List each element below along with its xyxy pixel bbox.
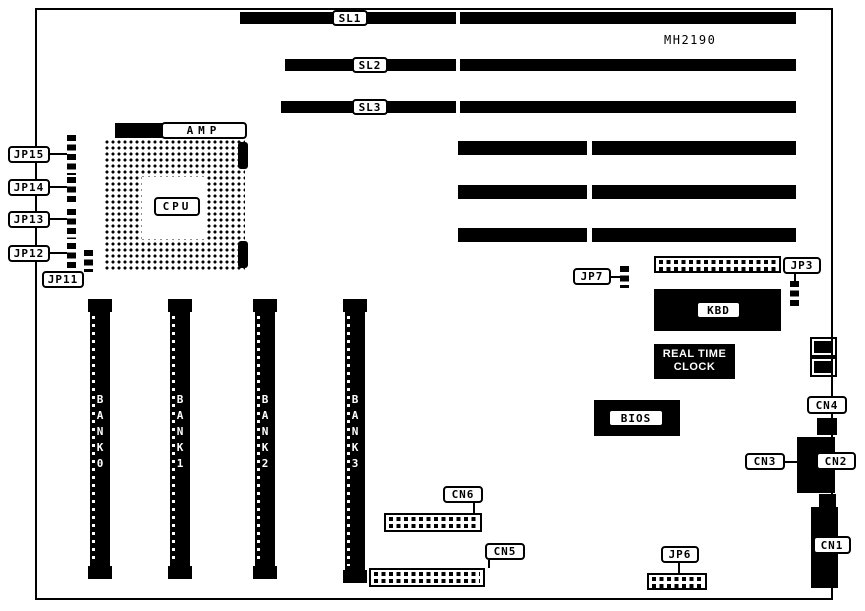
expansion-slot-segment	[592, 228, 796, 242]
leader-line	[50, 186, 67, 188]
cpu-label: CPU	[154, 197, 200, 216]
jumper-jp13-pins	[67, 209, 76, 239]
expansion-slot-segment	[458, 141, 587, 155]
jumper-jp3-label: JP3	[783, 257, 821, 274]
amp-label: AMP	[161, 122, 247, 139]
simm-pin-ticks	[257, 316, 260, 562]
expansion-slot-segment	[460, 12, 796, 24]
motherboard-outline	[35, 8, 833, 600]
simm-pin-ticks	[347, 316, 350, 566]
connector-cn1-label: CN1	[813, 536, 851, 554]
connector-cn4-label: CN4	[807, 396, 847, 414]
rtc-label: REAL TIME CLOCK	[654, 344, 735, 374]
edge-connector	[819, 494, 836, 507]
leader-line	[473, 503, 475, 513]
jumper-jp3-pins	[790, 281, 799, 307]
leader-line	[785, 461, 797, 463]
jumper-jp13-label: JP13	[8, 211, 50, 228]
edge-connector	[810, 337, 837, 357]
jumper-jp15-label: JP15	[8, 146, 50, 163]
rtc-label-line1: REAL TIME	[662, 348, 727, 360]
expansion-slot-segment	[460, 59, 796, 71]
jumper-jp15-pins	[67, 135, 76, 175]
expansion-slot-segment	[592, 141, 796, 155]
rtc-label-line2: CLOCK	[673, 361, 716, 373]
leader-line	[50, 153, 67, 155]
connector-jp6	[647, 573, 707, 590]
simm-pin-ticks	[172, 316, 175, 562]
jumper-jp6-label: JP6	[661, 546, 699, 563]
expansion-slot-segment	[458, 185, 587, 199]
jumper-jp11-label: JP11	[42, 271, 84, 288]
kbd-label: KBD	[696, 301, 741, 319]
jumper-jp7-label: JP7	[573, 268, 611, 285]
cpu-socket: CPU	[104, 139, 245, 272]
jumper-jp12-label: JP12	[8, 245, 50, 262]
connector-cn6	[384, 513, 482, 532]
slot-sl1-label: SL1	[332, 10, 368, 26]
leader-line	[488, 560, 490, 568]
jumper-jp12-pins	[67, 243, 76, 269]
leader-line	[678, 563, 680, 573]
leader-line	[50, 252, 67, 254]
connector-cn3-label: CN3	[745, 453, 785, 470]
jumper-jp7-pins	[620, 266, 629, 288]
connector-cn5	[369, 568, 485, 587]
jumper-jp14-label: JP14	[8, 179, 50, 196]
expansion-slot-segment	[458, 228, 587, 242]
leader-line	[794, 274, 796, 281]
kbd-pin-header	[654, 256, 781, 273]
rtc-chip: REAL TIME CLOCK	[654, 344, 735, 379]
simm-pin-ticks	[92, 316, 95, 562]
socket-clip	[238, 142, 248, 169]
leader-line	[50, 218, 67, 220]
connector-cn5-label: CN5	[485, 543, 525, 560]
socket-clip	[238, 241, 248, 268]
edge-connector	[810, 357, 837, 377]
connector-cn2-label: CN2	[816, 452, 856, 470]
connector-cn4	[817, 418, 837, 435]
leader-line	[611, 276, 620, 278]
jumper-jp14-pins	[67, 177, 76, 205]
board-model-label: MH2190	[664, 33, 717, 47]
expansion-slot-segment	[460, 101, 796, 113]
slot-sl3-label: SL3	[352, 99, 388, 115]
jumper-jp11-pins	[84, 250, 93, 272]
connector-cn6-label: CN6	[443, 486, 483, 503]
bios-label: BIOS	[608, 409, 664, 427]
slot-sl2-label: SL2	[352, 57, 388, 73]
expansion-slot-segment	[592, 185, 796, 199]
